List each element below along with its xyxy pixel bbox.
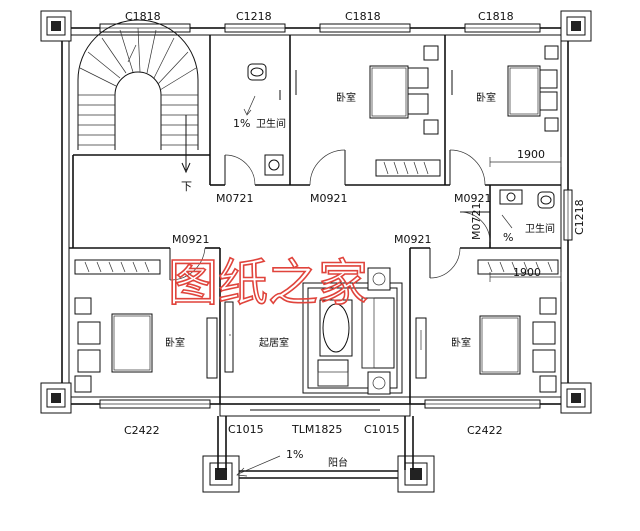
window-label-top-center: C1818 xyxy=(345,10,381,23)
bath-right-label: 卫生间 xyxy=(525,222,555,235)
window-top xyxy=(319,23,411,33)
column xyxy=(560,382,592,414)
door-swing xyxy=(169,247,206,281)
bath-right xyxy=(499,189,555,229)
balcony xyxy=(217,403,414,479)
drain-symbol xyxy=(236,455,281,477)
window-label-bottom-right: C2422 xyxy=(467,424,503,437)
window-top xyxy=(464,23,541,33)
bath-left xyxy=(247,63,284,176)
column xyxy=(397,455,435,493)
door-label-bath-top: M0721 xyxy=(216,192,254,205)
window-bottom xyxy=(424,399,541,409)
window-label-top-right: C1818 xyxy=(478,10,514,23)
dimension-line xyxy=(489,157,562,167)
window-label-balcony-left: C1015 xyxy=(228,423,264,436)
window-top xyxy=(99,23,191,33)
column xyxy=(40,10,72,42)
column xyxy=(202,455,240,493)
window-bottom xyxy=(99,399,211,409)
door-label-bedroom-left: M0921 xyxy=(172,233,210,246)
bath-left-label: 卫生间 xyxy=(256,117,286,130)
window-label-balcony-right: C1015 xyxy=(364,423,400,436)
bed xyxy=(507,45,559,132)
interior-walls xyxy=(69,35,561,404)
door-swing xyxy=(459,211,491,243)
dimension-upper: 1900 xyxy=(517,148,545,161)
balcony-label: 阳台 xyxy=(328,456,348,469)
window-top xyxy=(224,23,286,33)
sofa-set xyxy=(302,267,403,395)
door-swing xyxy=(224,154,256,186)
wardrobe xyxy=(375,159,441,177)
bed xyxy=(369,45,439,135)
window-label-bottom-left: C2422 xyxy=(124,424,160,437)
dimension-lower: 1900 xyxy=(513,266,541,279)
bedroom-left-label: 卧室 xyxy=(165,336,185,349)
door-swing xyxy=(429,247,461,279)
bedroom-top-right-label: 卧室 xyxy=(476,91,496,104)
column xyxy=(560,10,592,42)
watermark: 图纸之家 xyxy=(168,254,368,312)
window-right xyxy=(563,189,573,241)
bath-right-slope: % xyxy=(503,231,513,244)
tv-unit xyxy=(415,317,427,379)
wardrobe xyxy=(477,259,559,275)
door-swing xyxy=(309,149,346,186)
door-label-bedroom-top-right: M0921 xyxy=(454,192,492,205)
bed xyxy=(74,297,153,393)
door-label-bath-right: M0721 xyxy=(470,203,483,241)
door-label-bedroom-right: M0921 xyxy=(394,233,432,246)
window-label-right-side: C1218 xyxy=(573,199,586,235)
bedroom-right-label: 卧室 xyxy=(451,336,471,349)
door-label-bedroom-top: M0921 xyxy=(310,192,348,205)
door-swing xyxy=(449,149,486,186)
drain-symbol xyxy=(243,95,256,116)
column xyxy=(40,382,72,414)
stair-label: 下 xyxy=(181,180,192,193)
bedroom-top-center-label: 卧室 xyxy=(336,91,356,104)
living-room-label: 起居室 xyxy=(259,336,289,349)
window-label-top-bath: C1218 xyxy=(236,10,272,23)
staircase xyxy=(77,19,199,174)
bed xyxy=(479,297,557,393)
bath-left-slope: 1% xyxy=(233,117,250,130)
tv-unit xyxy=(206,301,234,379)
wardrobe xyxy=(74,259,161,275)
balcony-slope: 1% xyxy=(286,448,303,461)
window-label-balcony-door: TLM1825 xyxy=(291,423,342,436)
window-label-top-left: C1818 xyxy=(125,10,161,23)
